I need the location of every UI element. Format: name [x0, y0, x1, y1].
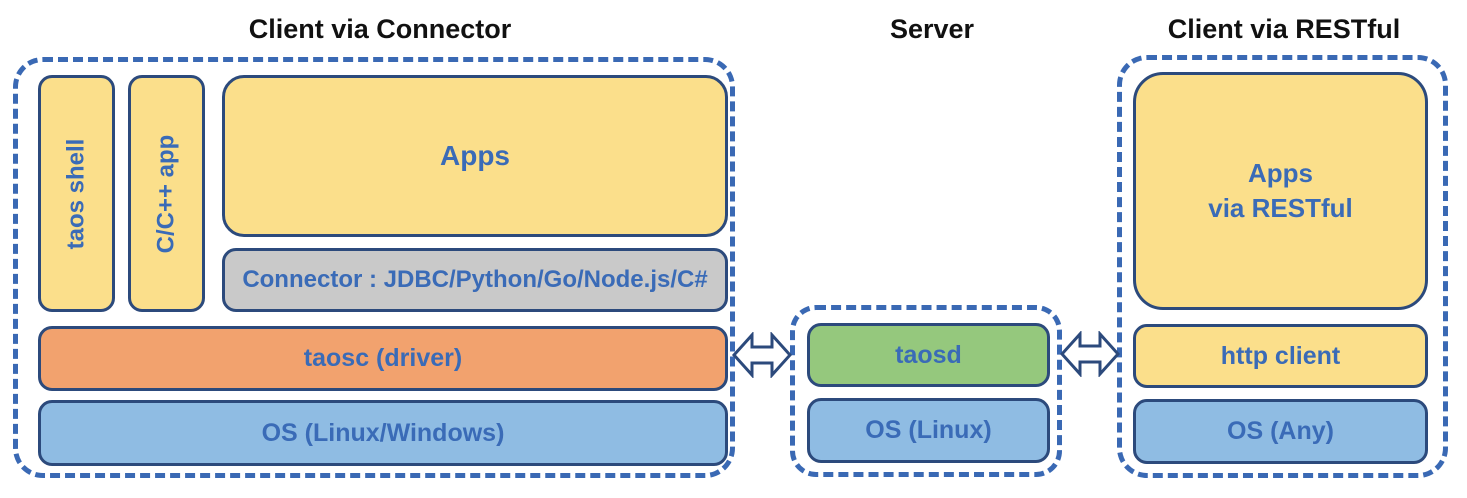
box-os-any: OS (Any) [1133, 399, 1428, 464]
box-taosc-driver: taosc (driver) [38, 326, 728, 391]
box-os-linux-windows: OS (Linux/Windows) [38, 400, 728, 466]
connector-label: Connector : JDBC/Python/Go/Node.js/C# [242, 266, 708, 293]
client-via-restful-group: Apps via RESTful http client OS (Any) [1117, 55, 1448, 478]
box-taos-shell: taos shell [38, 75, 115, 312]
server-group: taosd OS (Linux) [790, 305, 1062, 477]
section-title-client-connector: Client via Connector [248, 14, 512, 44]
os-any-label: OS (Any) [1227, 417, 1334, 445]
os-linux-label: OS (Linux) [865, 416, 992, 444]
box-http-client: http client [1133, 324, 1428, 388]
taosc-label: taosc (driver) [303, 344, 463, 372]
section-title-server: Server [889, 14, 975, 44]
apps-restful-label-line1: Apps [1248, 157, 1313, 188]
box-taosd: taosd [807, 323, 1050, 387]
box-cpp-app: C/C++ app [128, 75, 205, 312]
box-os-linux: OS (Linux) [807, 398, 1050, 463]
left-right-arrow-icon [732, 332, 792, 378]
taosd-label: taosd [895, 340, 962, 369]
right-left-right-arrow-icon [1060, 331, 1120, 377]
box-connector: Connector : JDBC/Python/Go/Node.js/C# [222, 248, 728, 312]
section-title-client-restful: Client via RESTful [1167, 14, 1401, 44]
os-linux-windows-label: OS (Linux/Windows) [261, 418, 505, 447]
cpp-app-label: C/C++ app [152, 134, 180, 253]
apps-label: Apps [440, 140, 510, 171]
box-apps-via-restful: Apps via RESTful [1133, 72, 1428, 310]
http-client-label: http client [1220, 341, 1341, 370]
taos-shell-label: taos shell [62, 138, 90, 249]
box-apps: Apps [222, 75, 728, 237]
client-via-connector-group: taos shell C/C++ app Apps Connector : JD… [13, 57, 735, 478]
apps-restful-label-line2: via RESTful [1208, 193, 1353, 223]
